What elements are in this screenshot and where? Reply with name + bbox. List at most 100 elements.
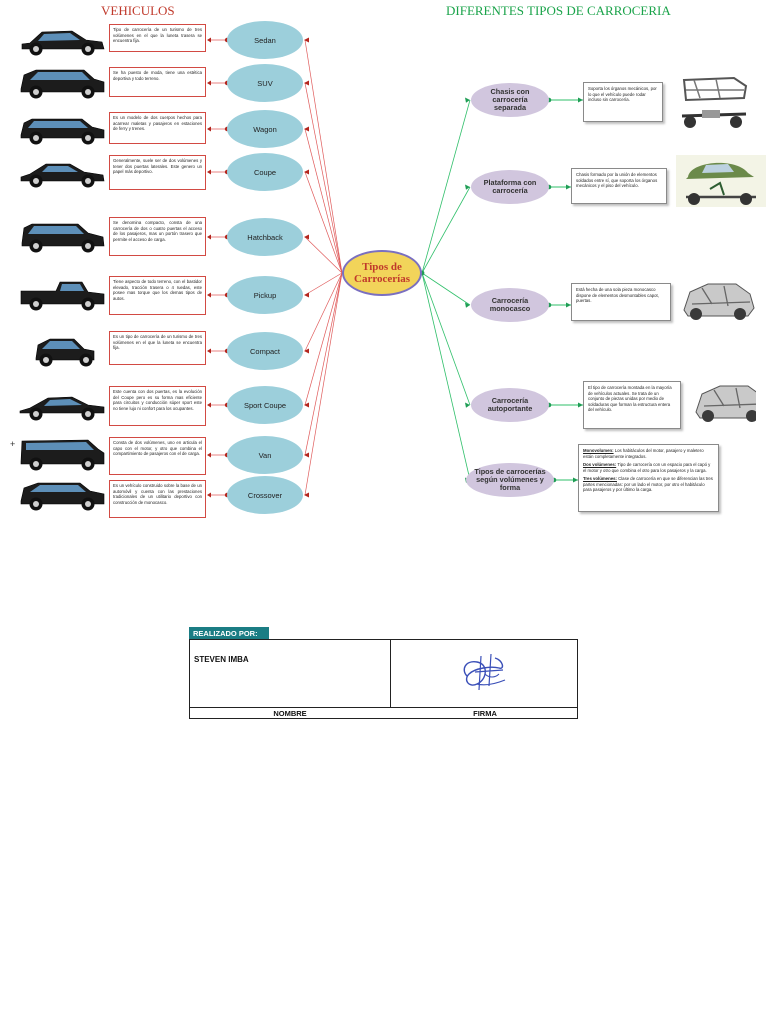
vehicle-node-label: Crossover [247,490,283,500]
signature-column-label: FIRMA [473,709,497,718]
vehicle-description: Este cuenta con dos puertas, es la evolu… [109,386,206,426]
car-window [42,341,80,349]
body-type-node-4: Carrocería autoportante [471,388,549,422]
car-hatchback-illustration [21,223,105,253]
hub-to-vehicle-line [304,272,343,456]
volume-definition: Monovolumen: Los habitáculos del motor, … [583,448,714,459]
shell-wheel [690,308,702,320]
vehicles-heading: VEHICULOS [101,3,175,18]
handwritten-signature [463,653,506,691]
vehicle-node-label: Sport Coupe [243,400,287,410]
arrow-head [304,37,309,43]
arrow-head [566,302,571,308]
steering-column [709,181,725,196]
arrow-head [465,184,470,190]
hub-to-body-type-line [421,99,471,274]
body-type-label: Tipos de carrocerías según volúmenes y f… [474,467,546,492]
volume-term: Dos volúmenes: [583,462,617,467]
body-type-description: Está hecha de una sola pieza monocasco d… [571,283,671,321]
chassis-illustration-3 [683,283,755,320]
car-window [26,442,94,450]
vehicle-description: Se denomina compacto, consta de una carr… [109,217,206,256]
body-type-label: Carrocería monocasco [489,296,531,313]
vehicle-node-label: SUV [257,78,273,88]
arrow-head [304,126,309,132]
engine-block [702,110,720,118]
car-hubcap [33,178,39,184]
body-frame [682,76,748,102]
chassis-illustration-4 [695,385,756,422]
car-hubcap [33,411,39,417]
vehicle-node-sedan: Sedan [227,21,303,59]
body-type-node-3: Carrocería monocasco [471,288,549,322]
chassis-illustration-1 [681,76,748,128]
body-type-description: El tipo de carrocería montada en la mayo… [583,381,681,429]
body-type-description: Soporta los órganos mecánicos, por lo qu… [583,82,663,122]
vehicle-node-label: Wagon [253,124,277,134]
arrow-head [578,97,583,103]
author-name: STEVEN IMBA [194,655,249,664]
arrow-head [207,169,211,175]
vehicle-node-label: Sedan [254,35,276,45]
shell-body [683,283,755,317]
body-type-node-1: Chasis con carrocería separada [471,83,549,117]
body-type-description: Monovolumen: Los habitáculos del motor, … [578,444,719,512]
hub-to-vehicle-line [304,236,343,274]
car-window [44,399,82,406]
arrow-head [578,402,583,408]
hub-to-vehicle-line [304,171,343,274]
shell-pillars [691,285,751,307]
car-coupe-illustration [20,163,105,188]
car-hubcap [33,501,39,507]
arrow-head [304,402,309,408]
vehicle-description: Es un vehículo construido sobre la base … [109,480,206,518]
volume-term: Tres volúmenes: [583,476,617,481]
arrow-head [304,169,309,175]
volume-text: Los habitáculos del motor, pasajero y ma… [583,448,704,459]
arrow-head [207,492,211,498]
vehicle-node-suv: SUV [227,64,303,102]
shell-body [695,385,756,419]
car-wagon-illustration [20,118,105,145]
arrow-head [304,234,309,240]
chassis-wheel [684,116,696,128]
vehicle-node-coupe: Coupe [227,153,303,191]
car-hubcap [33,301,39,307]
vehicle-node-crossover: Crossover [227,476,303,514]
arrow-head [207,80,211,86]
body-type-node-5: Tipos de carrocerías según volúmenes y f… [466,463,554,497]
car-hubcap [33,89,39,95]
car-hubcap [85,89,91,95]
car-hubcap [33,135,39,141]
car-van-illustration [20,439,105,471]
table-divider-vertical [390,640,391,707]
vehicle-description: Se ha puesto de moda, tiene una estética… [109,67,206,97]
car-sport-coupe-illustration [19,396,105,421]
hub-to-body-type-line [421,186,471,274]
arrow-head [465,97,470,103]
car-pickup-illustration [20,281,105,311]
vehicle-node-compact: Compact [227,332,303,370]
car-window [38,33,80,41]
vehicle-node-label: Coupe [253,167,277,177]
arrow-head [207,292,211,298]
car-crossover-illustration [20,482,105,511]
vehicle-node-hatchback: Hatchback [227,218,303,256]
car-window [42,166,78,172]
arrow-head [573,477,578,483]
arrow-head [465,302,470,308]
arrow-head [207,126,211,132]
hub-to-vehicle-line [304,39,343,274]
car-hubcap [33,46,39,52]
volume-definition: Tres volúmenes: Clase de carrocería en q… [583,476,714,493]
car-hubcap [83,357,89,363]
car-window [28,226,84,234]
signature-table: STEVEN IMBA NOMBRE FIRMA [189,639,578,719]
central-topic-node: Tipos de Carrocerías [342,250,422,296]
arrow-head [207,348,211,354]
shell-pillars [703,387,756,409]
vehicle-node-wagon: Wagon [227,110,303,148]
car-compact-illustration [35,338,95,367]
made-by-header: REALIZADO POR: [189,627,269,639]
